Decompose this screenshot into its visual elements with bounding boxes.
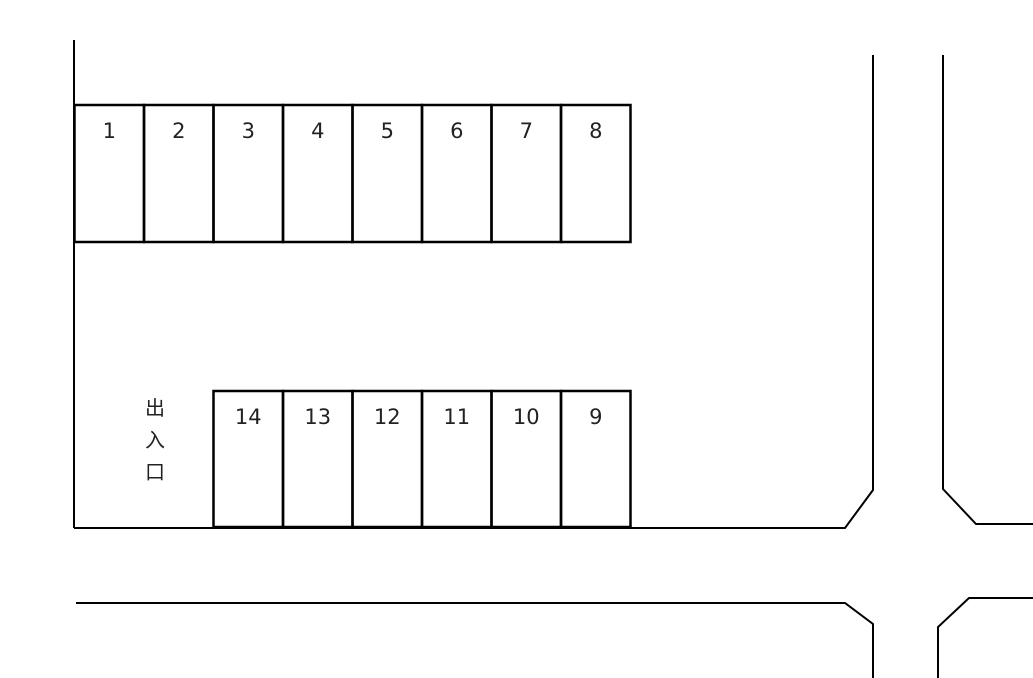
road-lower-edge: [76, 602, 874, 678]
parking-space: 1: [73, 103, 146, 244]
parking-space: 2: [142, 103, 215, 244]
parking-space-number: 5: [381, 119, 394, 143]
parking-space-number: 3: [242, 119, 255, 143]
parking-space: 8: [559, 103, 632, 244]
parking-space-number: 7: [520, 119, 533, 143]
lot-walls: [73, 40, 1033, 678]
parking-space-number: 11: [443, 405, 470, 429]
entrance-char: 出: [145, 396, 165, 420]
parking-space-outline: [559, 389, 632, 529]
parking-space-number: 14: [235, 405, 262, 429]
parking-space: 7: [490, 103, 563, 244]
parking-row-top: 1 2 3 4 5 6 7 8: [73, 103, 632, 244]
parking-space: 9: [559, 389, 632, 529]
parking-space: 4: [281, 103, 354, 244]
parking-space-number: 12: [374, 405, 401, 429]
parking-space: 13: [281, 389, 354, 529]
parking-space-number: 13: [304, 405, 331, 429]
lot-bottom-edge: [74, 55, 874, 529]
entrance-char: 口: [145, 460, 165, 484]
parking-space-number: 2: [172, 119, 185, 143]
parking-space: 11: [420, 389, 493, 529]
parking-space: 10: [490, 389, 563, 529]
parking-space-outline: [559, 103, 632, 244]
parking-space: 3: [212, 103, 285, 244]
road-right-upper-edge: [942, 55, 1033, 525]
parking-space-number: 1: [103, 119, 116, 143]
parking-space: 14: [212, 389, 285, 529]
parking-space-number: 9: [589, 405, 602, 429]
parking-space-number: 4: [311, 119, 324, 143]
parking-row-bottom: 14 13 12 11 10 9: [212, 389, 632, 529]
entrance-label: 出 入 口: [145, 396, 165, 484]
parking-space-number: 6: [450, 119, 463, 143]
parking-space: 6: [420, 103, 493, 244]
parking-space-number: 8: [589, 119, 602, 143]
road-right-lower-edge: [937, 597, 1033, 678]
entrance-char: 入: [145, 428, 165, 452]
parking-space: 5: [351, 103, 424, 244]
parking-space: 12: [351, 389, 424, 529]
parking-space-number: 10: [513, 405, 540, 429]
